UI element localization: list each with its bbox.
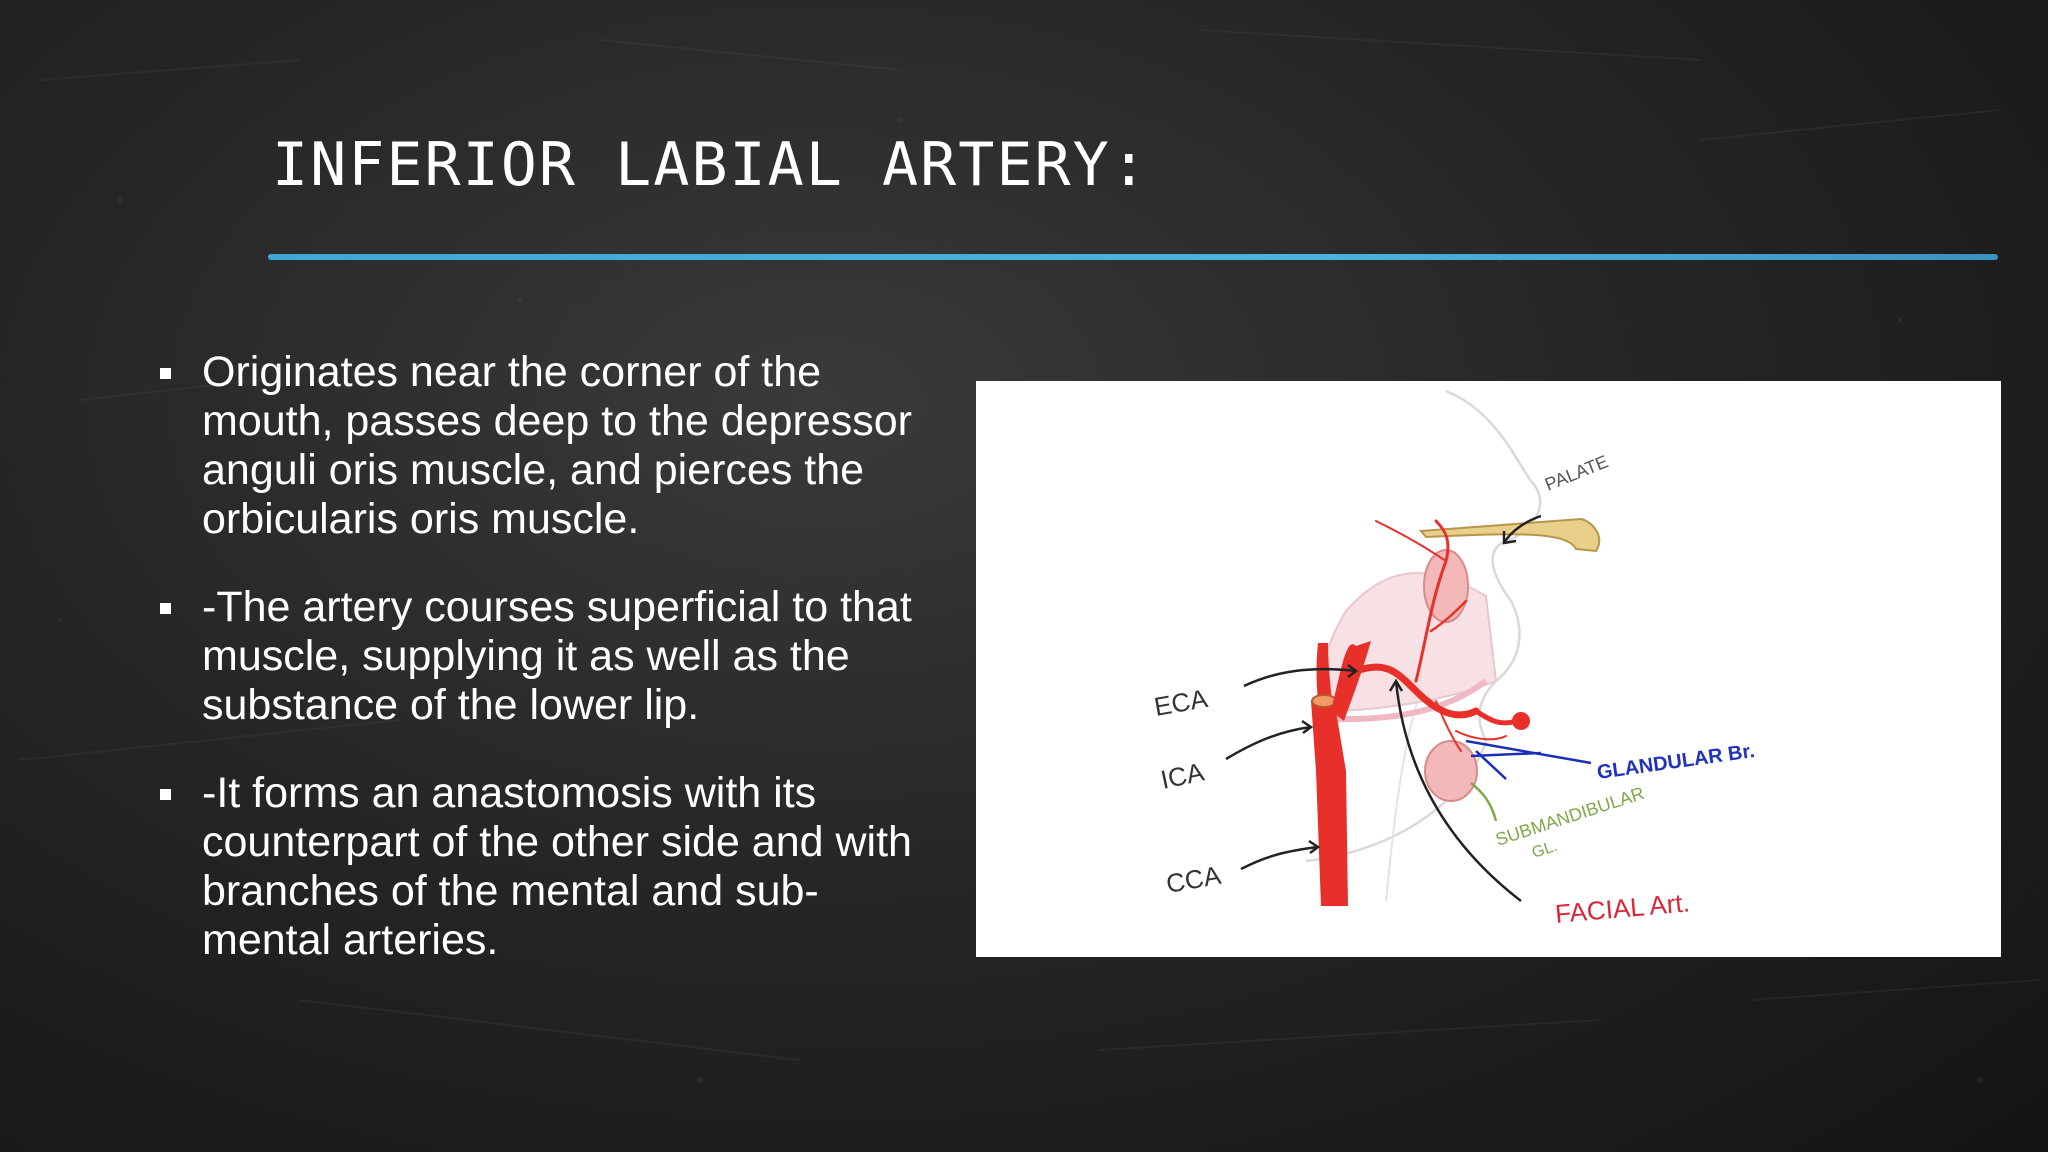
label-ica: ICA (1158, 756, 1207, 794)
label-palate: PALATE (1542, 451, 1611, 494)
glandular-branch-lines (1465, 739, 1592, 780)
ica-lumen (1311, 694, 1337, 708)
submandibular-gland (1424, 740, 1478, 802)
label-gl: GL. (1530, 838, 1560, 862)
bullet-item: -The artery courses superficial to that … (150, 583, 940, 730)
external-carotid-artery (1331, 641, 1371, 721)
bullet-list: Originates near the corner of the mouth,… (150, 348, 940, 1004)
bullet-item: Originates near the corner of the mouth,… (150, 348, 940, 544)
label-glandular: GLANDULAR Br. (1596, 740, 1756, 784)
label-arrows (1225, 514, 1542, 902)
label-cca: CCA (1164, 860, 1224, 899)
bullet-marker (160, 789, 171, 800)
palate-shape (1418, 517, 1601, 553)
label-eca: ECA (1152, 683, 1211, 722)
title-underline (268, 254, 1998, 260)
bullet-marker (160, 368, 171, 379)
internal-carotid-artery (1311, 643, 1332, 703)
label-submandibular: SUBMANDIBULAR (1493, 783, 1647, 850)
slide-title: INFERIOR LABIAL ARTERY: (272, 130, 1149, 200)
facial-artery-diagram: PALATE ECA ICA CCA GLANDULAR Br. SUBMAND… (976, 381, 2001, 957)
bullet-marker (160, 603, 171, 614)
facial-artery-terminal (1512, 712, 1530, 730)
bullet-text: Originates near the corner of the mouth,… (202, 348, 912, 543)
jaw-line (1325, 678, 1488, 723)
bullet-text: -It forms an anastomosis with its counte… (202, 769, 912, 964)
submandibular-arrow (1470, 782, 1498, 822)
parotid-gland (1423, 549, 1469, 623)
diagram-svg: PALATE ECA ICA CCA GLANDULAR Br. SUBMAND… (1152, 389, 1756, 929)
label-facial-artery: FACIAL Art. (1554, 887, 1691, 929)
bullet-item: -It forms an anastomosis with its counte… (150, 769, 940, 965)
common-carotid-artery (1311, 699, 1348, 906)
bullet-text: -The artery courses superficial to that … (202, 583, 912, 729)
